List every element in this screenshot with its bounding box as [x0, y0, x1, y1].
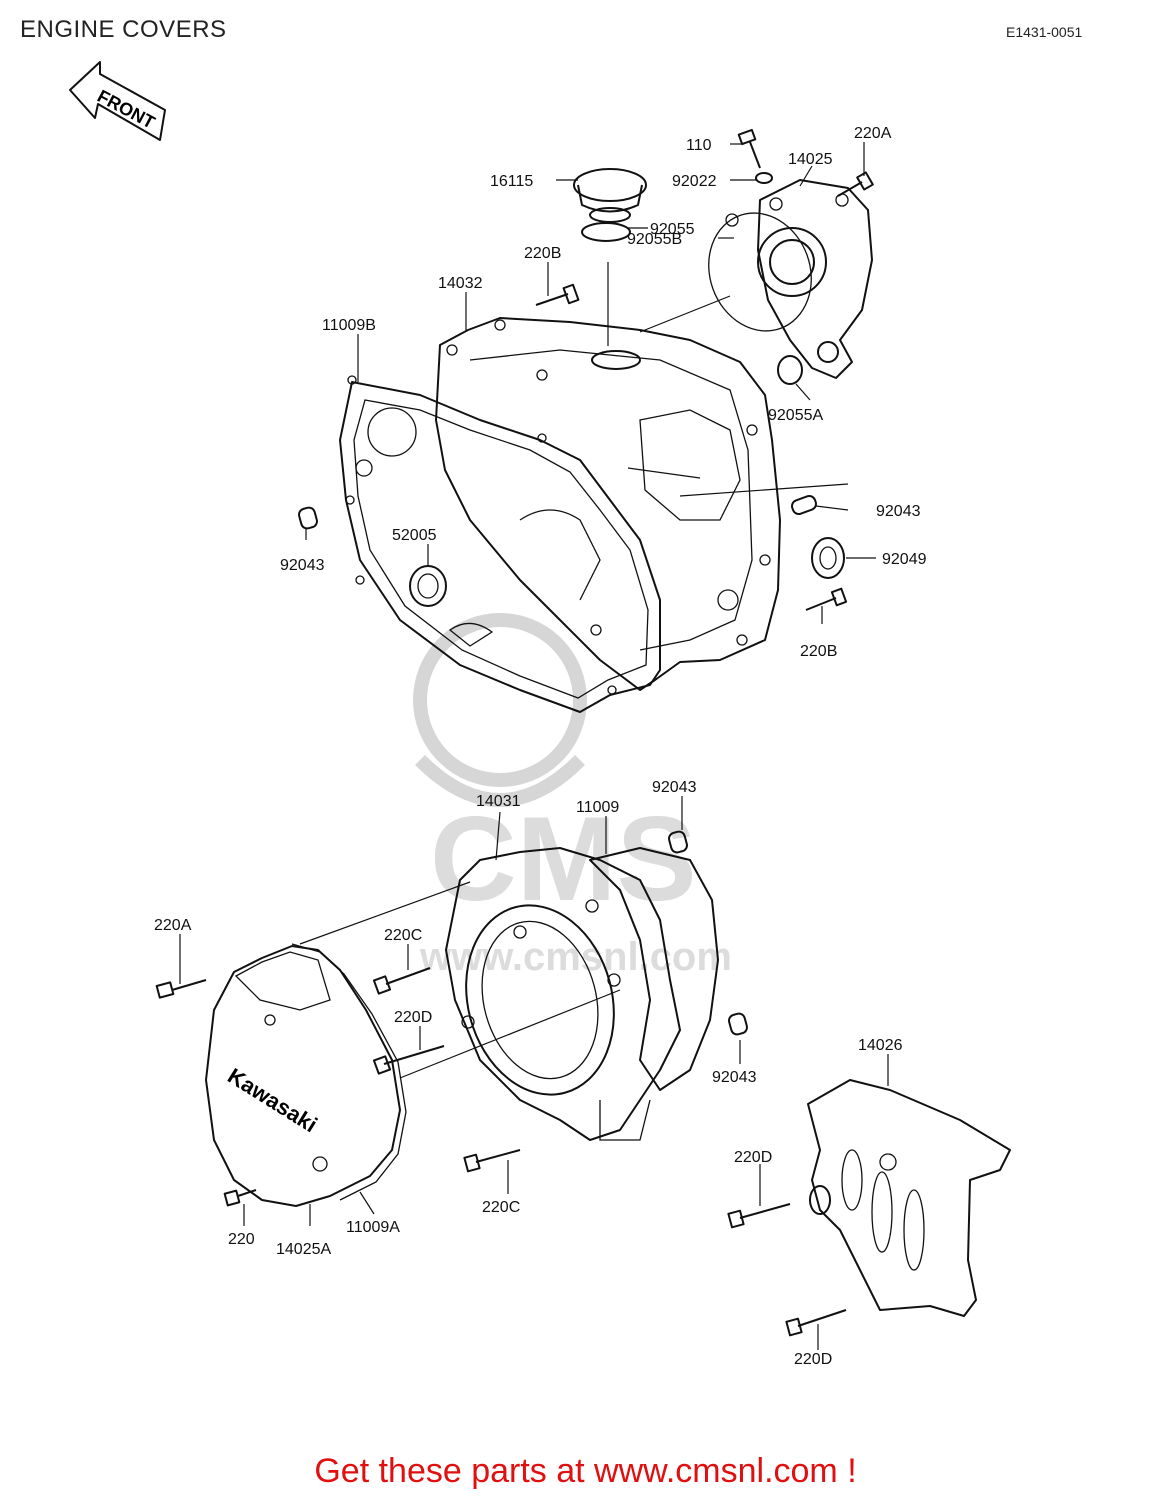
washer-92022: [755, 172, 773, 184]
dowel-92043-bottom: [728, 1012, 748, 1036]
dowel-92043-top: [668, 830, 688, 854]
label-92055A: 92055A: [768, 407, 823, 424]
dowel-92043-left: [298, 506, 318, 530]
label-92022: 92022: [672, 173, 717, 190]
label-92043-bottom: 92043: [712, 1069, 757, 1086]
cover-14025: [757, 179, 873, 379]
guard-14026: [807, 1079, 1011, 1317]
footer-banner[interactable]: Get these parts at www.cmsnl.com !: [0, 1452, 1161, 1491]
bolt-220-small: [223, 1189, 257, 1207]
bolt-220C-bottom: [463, 1149, 521, 1173]
label-220: 220: [228, 1231, 255, 1248]
label-220B-right: 220B: [800, 643, 837, 660]
label-92049: 92049: [882, 551, 927, 568]
label-220D-right: 220D: [734, 1149, 772, 1166]
page-title: ENGINE COVERS: [20, 16, 227, 43]
label-220C-bottom: 220C: [482, 1199, 520, 1216]
small-oring: [725, 213, 739, 227]
bolt-110: [737, 128, 761, 169]
label-92055B: 92055B: [627, 231, 682, 248]
cover-14025A: Kawasaki: [205, 945, 401, 1207]
oring-92055: [581, 222, 631, 242]
label-14031: 14031: [476, 793, 521, 810]
watermark-head-shape: [413, 613, 587, 787]
label-11009: 11009: [576, 799, 619, 816]
label-92055: 92055: [650, 221, 695, 238]
bolt-220B-right: [805, 587, 848, 611]
watermark-mouth-shape: [415, 755, 585, 807]
exploded-diagram: CMS www.cmsnl.com FRONT: [69, 61, 1011, 1368]
label-92043-left: 92043: [280, 557, 325, 574]
label-92043-top: 92043: [652, 779, 697, 796]
oring-92055B: [708, 212, 812, 332]
label-220D-bottom: 220D: [794, 1351, 832, 1368]
bolt-220D-mid: [372, 1045, 445, 1075]
oil-seal-92049: [811, 537, 845, 579]
bolt-220D-bottom: [785, 1309, 847, 1337]
kawasaki-logo-text: Kawasaki: [223, 1063, 321, 1137]
oil-filler-cap-16115: [573, 168, 647, 223]
label-92043-right: 92043: [876, 503, 921, 520]
label-220C-top: 220C: [384, 927, 422, 944]
part-labels: 110 220A 14025 16115 92022 92055 220B 92…: [154, 125, 927, 1368]
label-14025A: 14025A: [276, 1241, 331, 1258]
bolt-220C-top: [372, 967, 431, 995]
bolt-220B-top: [535, 283, 580, 306]
label-14026: 14026: [858, 1037, 903, 1054]
label-14032: 14032: [438, 275, 483, 292]
front-arrow-icon: FRONT: [69, 61, 166, 141]
housing-14031: [445, 847, 681, 1141]
bolt-220D-right: [727, 1203, 791, 1229]
label-220A-top: 220A: [854, 125, 892, 142]
leader-lines: [179, 142, 889, 1350]
label-220B-top: 220B: [524, 245, 561, 262]
watermark-big-text: CMS: [430, 792, 697, 926]
label-110: 110: [686, 137, 712, 154]
dowel-92043-right: [791, 495, 817, 515]
label-14025: 14025: [788, 151, 833, 168]
footer-link-text[interactable]: Get these parts at www.cmsnl.com !: [314, 1452, 857, 1490]
gasket-11009B: [339, 375, 661, 713]
label-11009A: 11009A: [346, 1219, 400, 1236]
label-16115: 16115: [490, 173, 533, 190]
label-11009B: 11009B: [322, 317, 376, 334]
watermark-url-text: www.cmsnl.com: [419, 935, 732, 979]
bolt-220A-left: [155, 979, 207, 999]
oring-92055A: [777, 355, 803, 385]
gasket-11009A: [291, 943, 407, 1201]
clutch-cover-14032: [435, 317, 781, 691]
diagram-code: E1431-0051: [1006, 24, 1083, 40]
label-220D-mid: 220D: [394, 1009, 432, 1026]
cap-52005: [409, 565, 447, 607]
gasket-11009: [589, 847, 719, 1091]
label-220A-left: 220A: [154, 917, 192, 934]
bolt-220A-top: [837, 171, 874, 197]
label-52005: 52005: [392, 527, 437, 544]
front-arrow-text: FRONT: [94, 86, 158, 133]
